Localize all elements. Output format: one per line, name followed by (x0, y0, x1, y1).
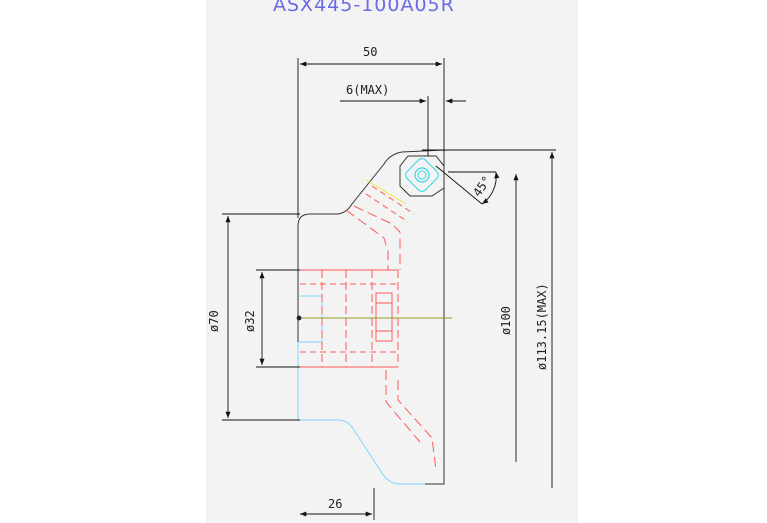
axis-point (296, 315, 302, 321)
dim-width-bottom: 26 (328, 497, 342, 511)
dim-width-total: 50 (363, 45, 377, 59)
body-outline-upper (297, 149, 445, 485)
dimension-lines (222, 58, 556, 520)
insert (399, 155, 445, 197)
dim-dia-max: ø113.15(MAX) (535, 283, 549, 370)
dim-dia-100: ø100 (499, 306, 513, 335)
dim-dia-32: ø32 (243, 310, 257, 332)
body-outline-lower (297, 318, 425, 485)
chamfer-line (365, 179, 407, 205)
bore-pocket (297, 295, 323, 343)
drawing-title: ASX445-100A05R (273, 0, 455, 16)
dim-dia-70: ø70 (207, 310, 221, 332)
dim-edge-max: 6(MAX) (346, 83, 389, 97)
hidden-lines (298, 185, 437, 471)
